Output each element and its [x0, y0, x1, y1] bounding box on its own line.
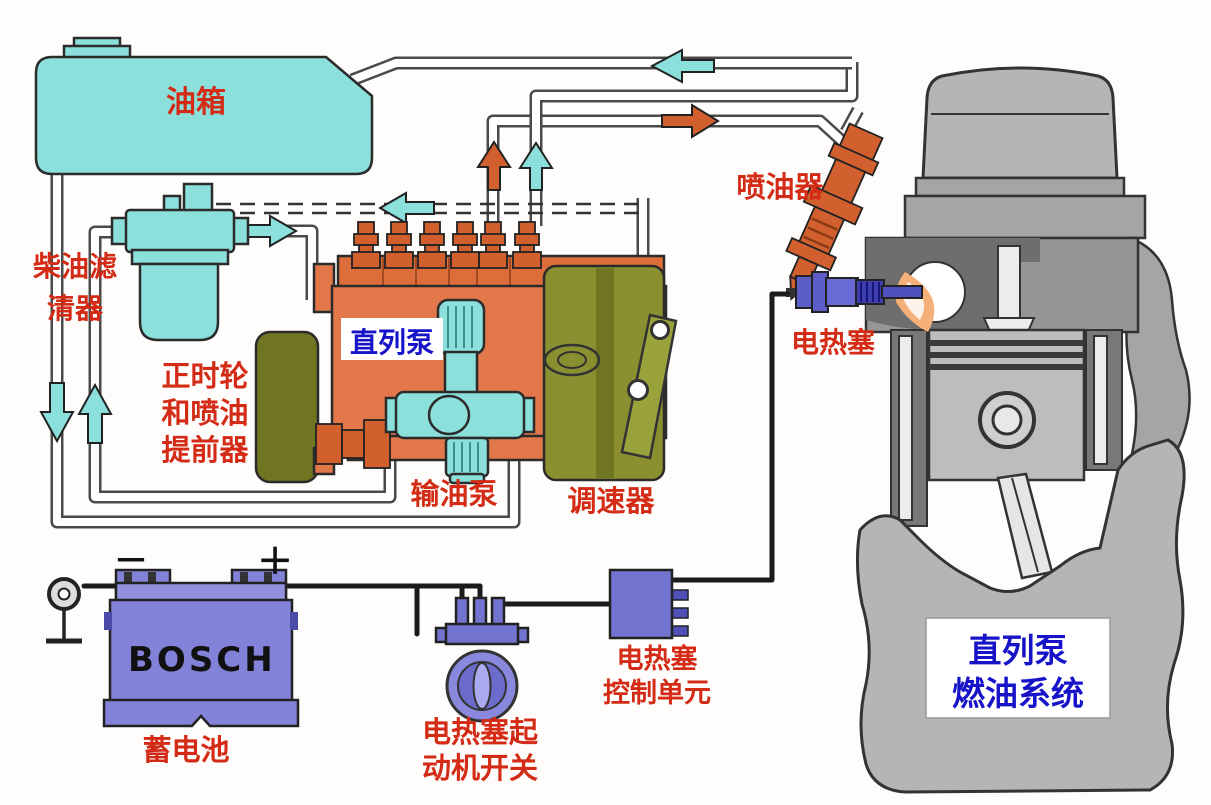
- engine-right-lobe: [1125, 236, 1191, 473]
- timing-advancer-wheel: [254, 330, 320, 484]
- wire-switch-to-ecu: [495, 601, 615, 623]
- diesel-filter: [110, 182, 250, 342]
- transfer-pump: [384, 298, 536, 485]
- fuel-injector: [785, 122, 884, 301]
- label-injector: 喷油器: [736, 170, 824, 204]
- flow-arrow-leakoff-up: [518, 141, 554, 191]
- key-slot: [472, 662, 492, 710]
- filter-feed-pipe: [88, 225, 397, 504]
- flow-arrow-filter-right: [245, 214, 299, 248]
- flow-arrow-return-left: [649, 48, 715, 84]
- flow-arrow-supply-down: [39, 382, 75, 444]
- cover-flange: [914, 176, 1126, 198]
- battery-positive-sign: +: [256, 534, 294, 585]
- flow-arrow-pressure-right: [661, 103, 720, 139]
- camshaft-drive-hub: [315, 419, 391, 469]
- wire-ecu-to-glowplug: [667, 291, 791, 583]
- label-glow-control-unit: 电热塞 控制单元: [603, 644, 711, 709]
- battery-negative-sign: −: [113, 534, 149, 583]
- label-battery: 蓄电池: [142, 733, 230, 767]
- label-inline-pump: 直列泵: [349, 326, 434, 359]
- valve-cover: [921, 66, 1119, 180]
- label-fuel-tank: 油箱: [166, 85, 226, 120]
- battery: [102, 568, 300, 728]
- ground-symbol: [46, 577, 82, 644]
- label-transfer-pump: 输油泵: [410, 477, 498, 511]
- return-to-tank-pipe: [349, 56, 852, 87]
- rail-seams: [382, 258, 511, 286]
- fuel-supply-pipe: [50, 168, 521, 529]
- inline-pump-label-box: [341, 318, 443, 360]
- pump-delivery-valves: [351, 221, 542, 269]
- intake-valve-stem: [997, 245, 1021, 321]
- label-governor: 调速器: [567, 484, 655, 518]
- governor: [542, 264, 678, 482]
- label-diesel-filter: 柴油滤 清器: [32, 250, 117, 325]
- flow-arrow-pressure-up: [476, 140, 512, 191]
- flow-arrow-feed-up: [77, 382, 113, 444]
- flow-arrow-dashed-left: [377, 191, 435, 225]
- label-glow-plug: 电热塞: [790, 326, 875, 359]
- glow-plug-control-unit: [608, 568, 689, 640]
- system-title: 直列泵 燃油系统: [952, 631, 1084, 713]
- connecting-rod: [996, 472, 1054, 580]
- cylinder-head: [903, 194, 1147, 240]
- glow-plug-switch: [434, 596, 530, 723]
- fuel-tank: [34, 36, 374, 176]
- piston: [927, 328, 1086, 482]
- battery-brand: BOSCH: [128, 640, 276, 680]
- system-title-box: [925, 617, 1111, 719]
- governor-lever: [620, 313, 678, 460]
- label-timing-advancer: 正时轮 和喷油 提前器: [161, 359, 249, 468]
- label-glow-plug-switch: 电热塞起 动机开关: [421, 715, 538, 786]
- glow-plug: [786, 271, 923, 313]
